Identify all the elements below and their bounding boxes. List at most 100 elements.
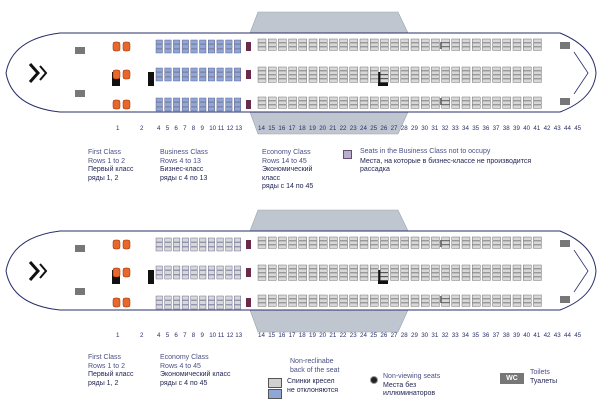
- economy-seat: [359, 272, 369, 277]
- economy-seat: [339, 66, 348, 71]
- economy-seat: [370, 38, 379, 43]
- business-seat: [173, 44, 181, 49]
- economy-seat: [329, 268, 338, 273]
- economy-seat: [533, 78, 542, 83]
- economy-seat: [390, 236, 399, 241]
- economy-seat: [155, 304, 163, 310]
- economy-seat: [492, 66, 501, 71]
- economy-seat: [288, 240, 297, 245]
- economy-seat: [431, 74, 440, 79]
- economy-seat: [329, 46, 338, 51]
- row-number: 2: [140, 332, 144, 339]
- economy-seat: [390, 46, 399, 51]
- economy-seat: [523, 294, 532, 299]
- row-number: 8: [191, 332, 196, 339]
- economy-seat: [482, 244, 491, 249]
- business-seat: [181, 102, 189, 107]
- business-seat: [225, 106, 233, 112]
- economy-seat: [225, 270, 233, 275]
- economy-seat: [268, 272, 277, 277]
- economy-seat: [410, 74, 420, 79]
- economy-seat: [523, 66, 532, 71]
- economy-seat: [523, 302, 532, 307]
- economy-seat: [173, 246, 181, 252]
- economy-seat: [257, 66, 267, 71]
- economy-seat: [298, 42, 307, 47]
- economy-seat: [482, 302, 491, 307]
- economy-seat: [421, 240, 430, 245]
- business-seat: [190, 76, 198, 82]
- wc-badge-text: WC: [506, 375, 518, 382]
- economy-seat: [288, 302, 297, 307]
- economy-seat: [268, 302, 277, 307]
- business-seat: [207, 102, 215, 107]
- row-number: 13: [235, 332, 243, 339]
- economy-seat: [370, 74, 379, 79]
- economy-seat: [181, 270, 189, 275]
- row-number: 23: [349, 125, 357, 132]
- economy-seat: [502, 66, 511, 71]
- economy-seat: [288, 42, 297, 47]
- economy-seat: [502, 70, 511, 75]
- economy-seat: [308, 66, 318, 71]
- row-number: 10: [209, 125, 217, 132]
- economy-seat: [329, 240, 338, 245]
- economy-seat: [421, 66, 430, 71]
- economy-seat: [492, 104, 501, 109]
- economy-seat: [359, 66, 369, 71]
- economy-seat: [349, 236, 358, 241]
- row-number: 31: [431, 125, 439, 132]
- economy-seat: [523, 100, 532, 105]
- business-seat: [164, 76, 172, 82]
- economy-seat: [380, 276, 389, 281]
- economy-seat: [502, 272, 511, 277]
- row-number: 41: [533, 125, 541, 132]
- business-class-ru: Бизнес-класс: [160, 166, 204, 173]
- economy-seat: [319, 74, 328, 79]
- economy-seat: [390, 74, 399, 79]
- nonview-legend-text: Non-viewing seats Места без иллюминаторо…: [383, 373, 440, 399]
- economy-seat: [257, 268, 267, 273]
- economy-seat: [461, 244, 471, 249]
- economy-seat: [451, 46, 460, 51]
- row-number: 33: [451, 125, 459, 132]
- business-seat: [164, 106, 172, 112]
- economy-seat: [380, 244, 389, 249]
- economy-seat: [173, 304, 181, 310]
- business-seat: [173, 106, 181, 112]
- economy-seat: [288, 236, 297, 241]
- row-number: 26: [380, 332, 388, 339]
- economy-seat: [390, 100, 399, 105]
- economy-seat: [512, 272, 522, 277]
- galley-block: [148, 72, 154, 86]
- economy-seat: [451, 302, 460, 307]
- economy-seat: [225, 304, 233, 310]
- economy-seat: [298, 236, 307, 241]
- economy-seat: [482, 272, 491, 277]
- economy-seat: [400, 70, 409, 75]
- economy-seat: [339, 74, 348, 79]
- economy-seat: [492, 74, 501, 79]
- economy-seat: [359, 78, 369, 83]
- business-seat: [190, 97, 198, 103]
- economy-seat: [308, 244, 318, 249]
- economy-seat: [431, 96, 440, 101]
- economy-seat: [370, 104, 379, 109]
- economy-seat: [339, 264, 348, 269]
- business-seat: [216, 67, 224, 73]
- economy-seat: [308, 294, 318, 299]
- business-seat: [155, 39, 163, 45]
- economy-seat: [533, 302, 542, 307]
- economy-seat: [268, 244, 277, 249]
- economy-seat: [308, 236, 318, 241]
- economy-seat: [410, 66, 420, 71]
- row-number: 35: [472, 332, 480, 339]
- economy-seat: [512, 264, 522, 269]
- business-seat: [199, 48, 207, 54]
- galley-block: [148, 270, 154, 284]
- economy-seat: [472, 78, 481, 83]
- row-number: 22: [339, 332, 347, 339]
- economy-seat: [370, 46, 379, 51]
- economy-seat: [502, 38, 511, 43]
